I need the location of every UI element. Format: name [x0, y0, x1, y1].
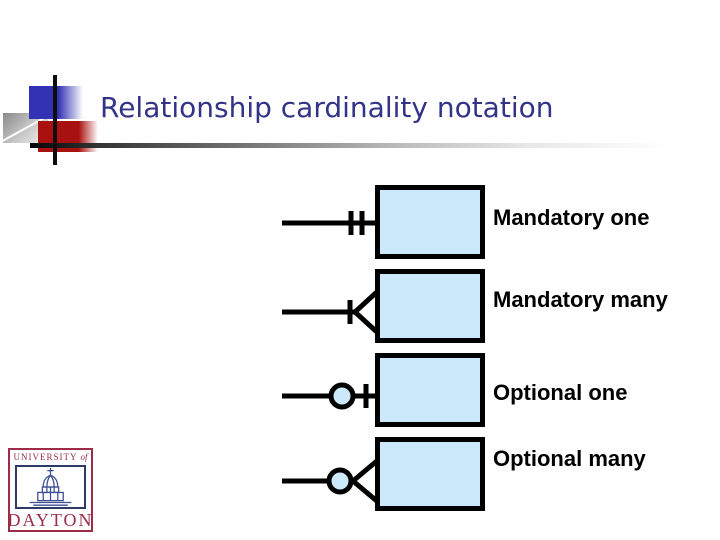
logo-university-text: UNIVERSITY [13, 452, 78, 462]
row-label-mandatory-one: Mandatory one [493, 205, 650, 230]
title-underline [30, 143, 698, 148]
university-logo: UNIVERSITY of DAYTON [8, 448, 93, 532]
row-label-optional-many: Optional many [493, 446, 646, 471]
entity-box [375, 269, 485, 343]
optional-one-symbol [282, 382, 375, 410]
logo-university-of-text: UNIVERSITY of [14, 452, 88, 462]
row-label-mandatory-many: Mandatory many [493, 287, 668, 312]
entity-box [375, 353, 485, 427]
page-title: Relationship cardinality notation [100, 91, 554, 124]
entity-box [375, 437, 485, 511]
mandatory-one-symbol [282, 211, 375, 235]
logo-dayton-text: DAYTON [7, 510, 94, 530]
logo-of-text: of [80, 452, 88, 462]
decoration-vertical-line [53, 75, 57, 165]
optional-many-symbol [282, 458, 378, 504]
mandatory-many-symbol [282, 289, 378, 335]
entity-box [375, 185, 485, 259]
row-label-optional-one: Optional one [493, 380, 628, 405]
chapel-illustration [29, 467, 72, 506]
chapel-frame [15, 464, 86, 509]
